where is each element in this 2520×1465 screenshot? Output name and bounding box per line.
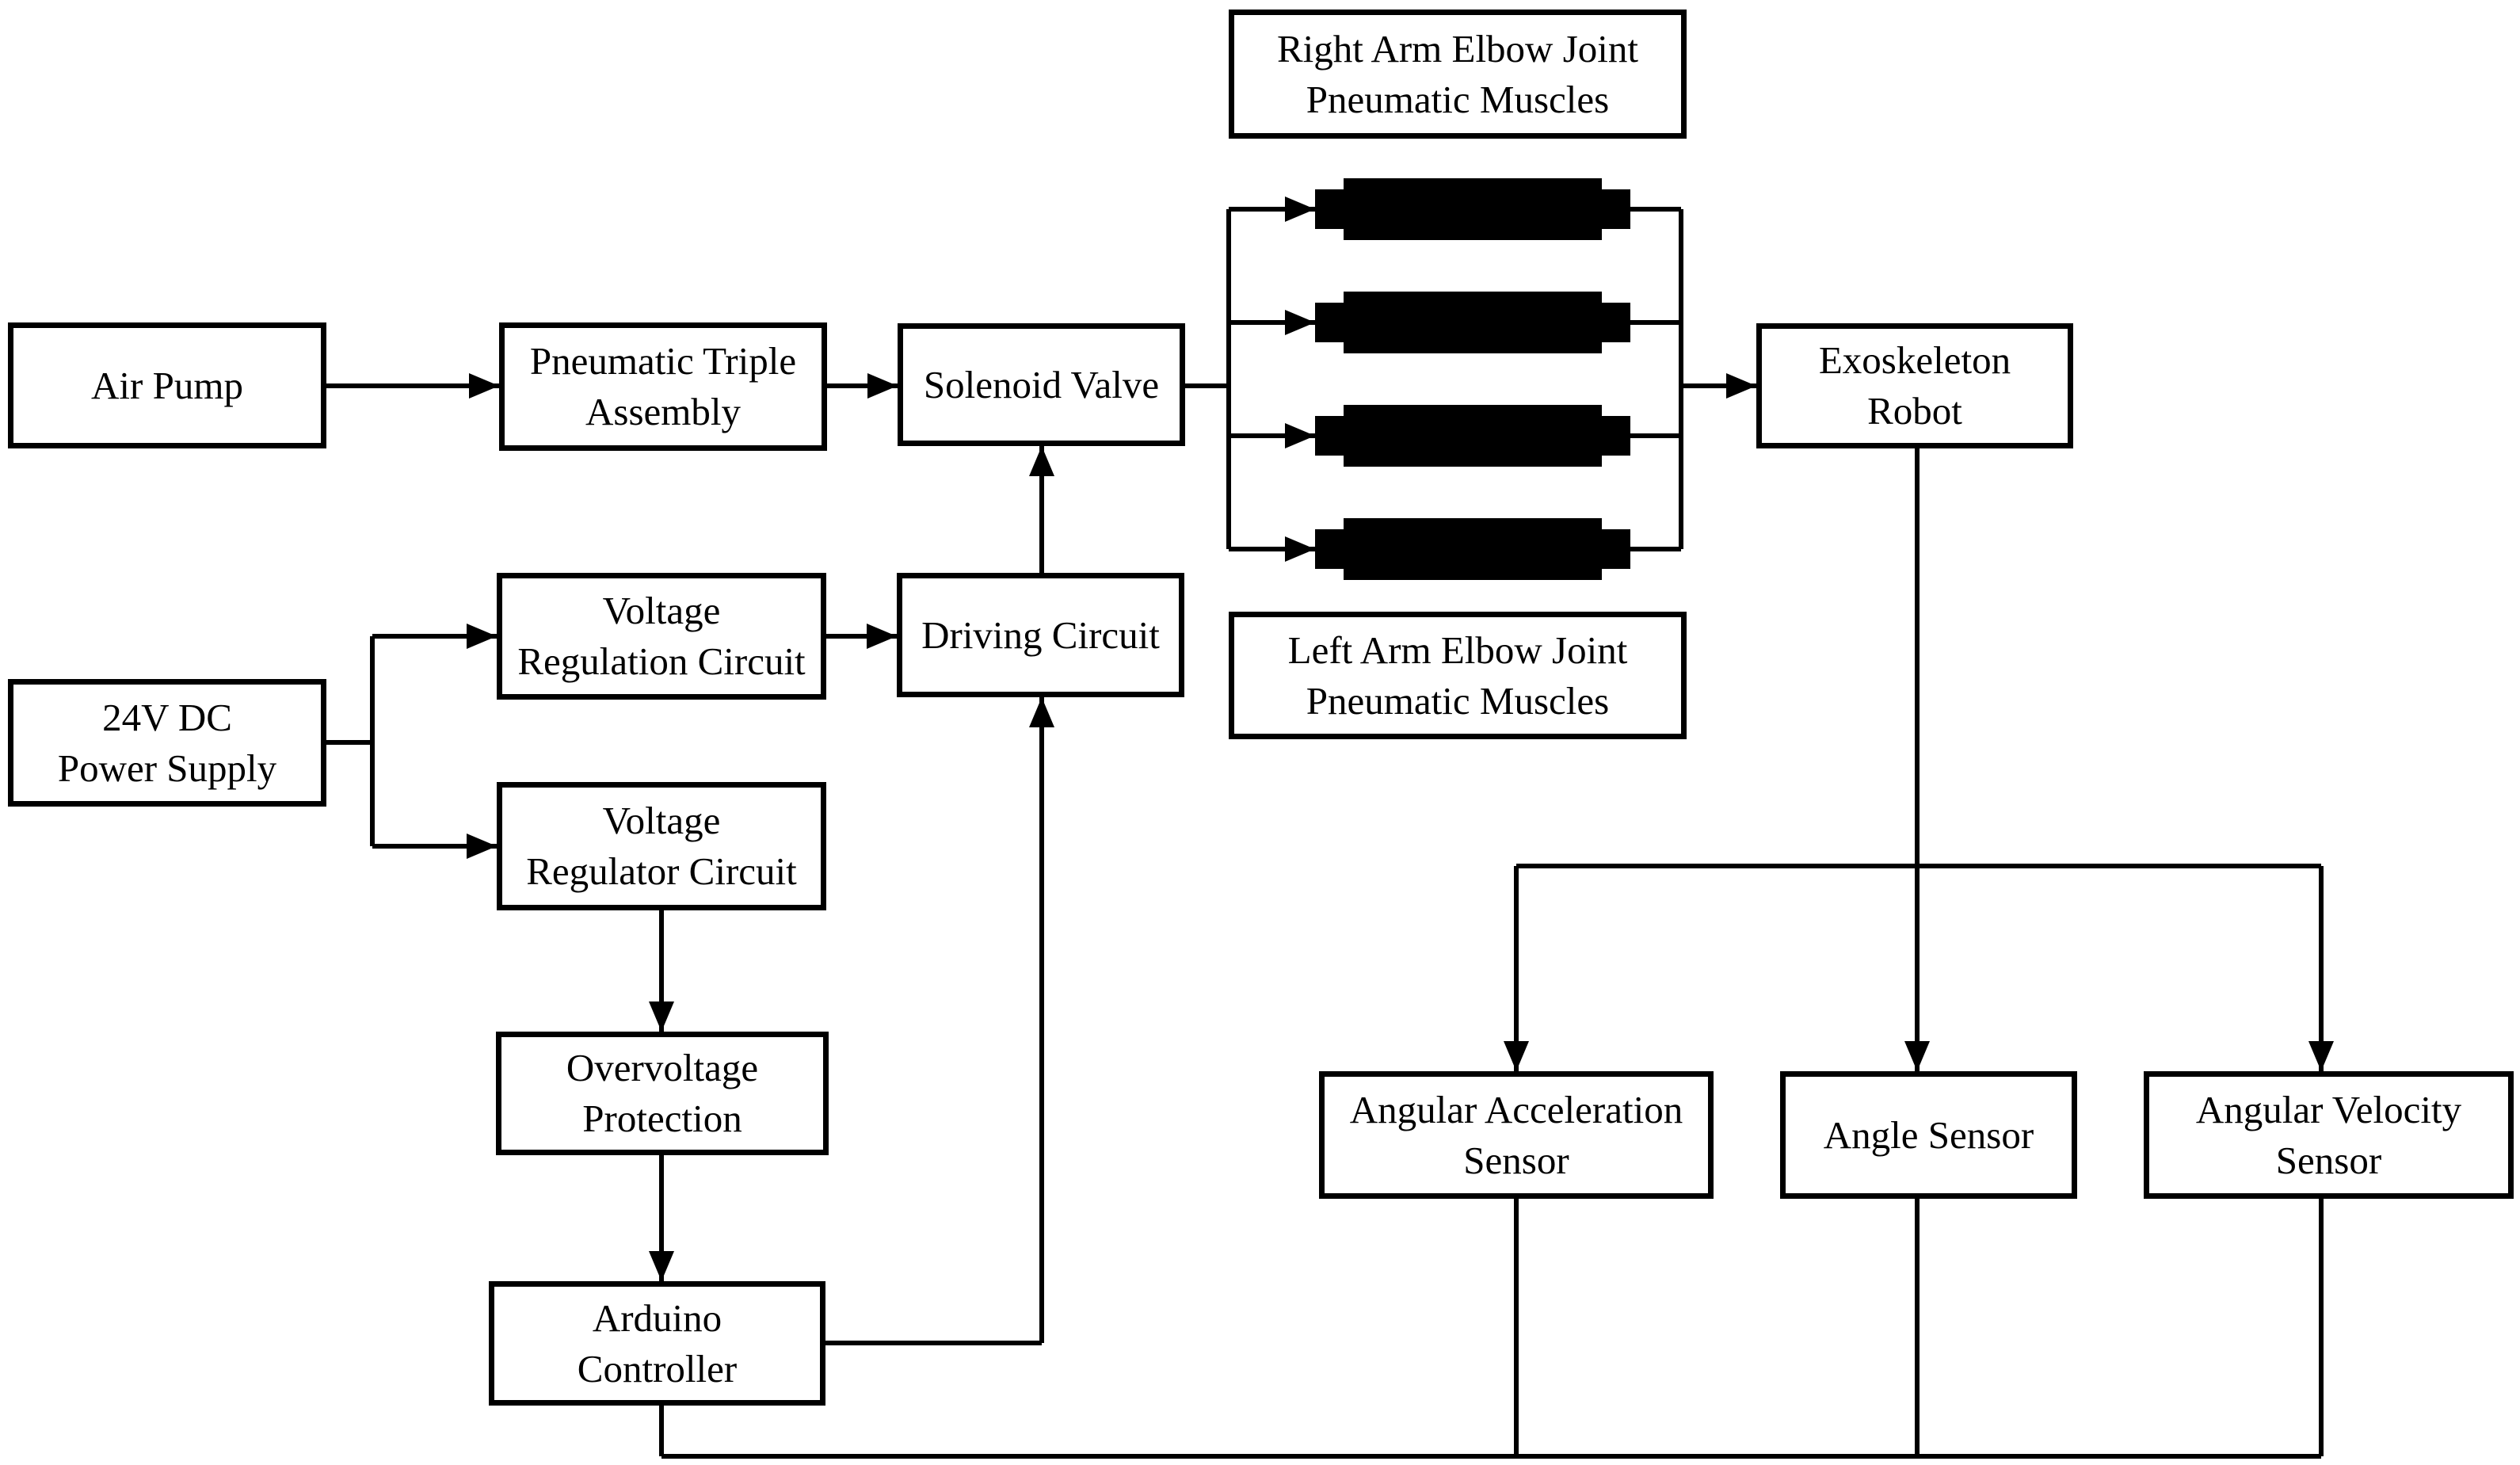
node-label: Sensor xyxy=(2275,1138,2382,1182)
arrowhead-right xyxy=(1726,373,1756,399)
connector-line xyxy=(1915,448,1920,866)
muscle-out-line xyxy=(1630,433,1681,438)
connector-line xyxy=(1514,1199,1519,1456)
node-label: Air Pump xyxy=(91,363,243,407)
node-label: Regulator Circuit xyxy=(526,849,797,893)
connector-line xyxy=(826,634,897,639)
node-label: Exoskeleton xyxy=(1818,338,2011,383)
node-label: Robot xyxy=(1867,389,1962,433)
node-label: Pneumatic Muscles xyxy=(1306,678,1610,723)
connector-line xyxy=(1679,209,1683,549)
node-label: Pneumatic Muscles xyxy=(1306,77,1610,121)
connector-line xyxy=(661,1454,2321,1459)
muscle-right-cap xyxy=(1602,529,1630,569)
node-label: Voltage xyxy=(602,589,721,633)
connector-line xyxy=(372,844,497,849)
connector-line xyxy=(370,636,375,846)
connector-line xyxy=(1514,866,1519,1071)
muscle-right-cap xyxy=(1602,303,1630,342)
node-label: Angular Velocity xyxy=(2195,1087,2462,1131)
muscle-right-cap xyxy=(1602,416,1630,456)
node-label: Regulation Circuit xyxy=(517,639,806,683)
node-angle-sensor: Angle Sensor xyxy=(1780,1071,2077,1199)
node-driving-circuit: Driving Circuit xyxy=(897,573,1184,697)
arrowhead-right xyxy=(469,373,499,399)
node-label: Voltage xyxy=(602,799,721,843)
muscle-feed-line xyxy=(1229,320,1315,325)
node-label: Driving Circuit xyxy=(921,612,1160,657)
node-label: Solenoid Valve xyxy=(923,362,1160,406)
connector-line xyxy=(825,1341,1042,1345)
muscle-left-cap xyxy=(1315,529,1344,569)
arrowhead-down xyxy=(1904,1041,1930,1071)
node-solenoid-valve: Solenoid Valve xyxy=(898,323,1185,446)
connector-line xyxy=(2319,1199,2324,1456)
connector-line xyxy=(1915,1199,1920,1456)
arrowhead-right xyxy=(867,624,897,649)
arrowhead-right xyxy=(467,834,497,859)
connector-line xyxy=(1681,383,1756,388)
node-label: Pneumatic Triple xyxy=(529,339,797,383)
arrowhead-down xyxy=(2308,1041,2334,1071)
connector-line xyxy=(2319,866,2324,1071)
arrowhead-right xyxy=(467,624,497,649)
arrowhead-down xyxy=(1504,1041,1529,1071)
connector-line xyxy=(1915,866,1920,1071)
muscle-right-cap xyxy=(1602,189,1630,229)
node-label: Right Arm Elbow Joint xyxy=(1276,26,1638,71)
connector-line xyxy=(827,383,898,388)
node-label: Sensor xyxy=(1463,1138,1569,1182)
arrowhead-down xyxy=(649,1251,674,1281)
connector-line xyxy=(1226,209,1231,549)
node-label: Angular Acceleration xyxy=(1349,1087,1683,1131)
node-label: Angle Sensor xyxy=(1823,1112,2034,1157)
node-label: Overvoltage xyxy=(566,1046,759,1090)
pneumatic-muscle xyxy=(1344,405,1602,467)
connector-line xyxy=(1039,446,1044,573)
pneumatic-muscle xyxy=(1344,518,1602,580)
node-power-supply-24v: 24V DC Power Supply xyxy=(8,679,326,807)
connector-line xyxy=(326,740,372,745)
arrowhead-down xyxy=(649,1001,674,1032)
arrowhead-up xyxy=(1029,697,1054,727)
muscle-out-line xyxy=(1630,547,1681,551)
muscle-feed-line xyxy=(1229,207,1315,212)
muscle-out-line xyxy=(1630,207,1681,212)
node-label: Arduino xyxy=(592,1295,722,1340)
pneumatic-muscle xyxy=(1344,178,1602,240)
muscle-feed-line xyxy=(1229,433,1315,438)
node-label: Protection xyxy=(582,1097,742,1140)
node-label: Left Arm Elbow Joint xyxy=(1287,628,1628,672)
connector-line xyxy=(659,910,664,1032)
node-label: Power Supply xyxy=(57,746,277,790)
arrowhead-right xyxy=(867,373,898,399)
muscle-left-cap xyxy=(1315,303,1344,342)
connector-line xyxy=(1039,697,1044,1343)
node-label: Controller xyxy=(577,1346,738,1391)
node-label: Assembly xyxy=(585,390,741,433)
connector-line xyxy=(372,634,497,639)
node-air-pump: Air Pump xyxy=(8,322,326,448)
pneumatic-muscle xyxy=(1344,292,1602,353)
connector-line xyxy=(659,1406,664,1456)
connector-line xyxy=(659,1155,664,1281)
muscle-out-line xyxy=(1630,320,1681,325)
muscle-left-cap xyxy=(1315,189,1344,229)
connector-line xyxy=(326,383,499,388)
arrowhead-up xyxy=(1029,446,1054,476)
connector-line xyxy=(1185,383,1229,388)
node-label: 24V DC xyxy=(102,695,232,739)
muscle-left-cap xyxy=(1315,416,1344,456)
muscle-feed-line xyxy=(1229,547,1315,551)
